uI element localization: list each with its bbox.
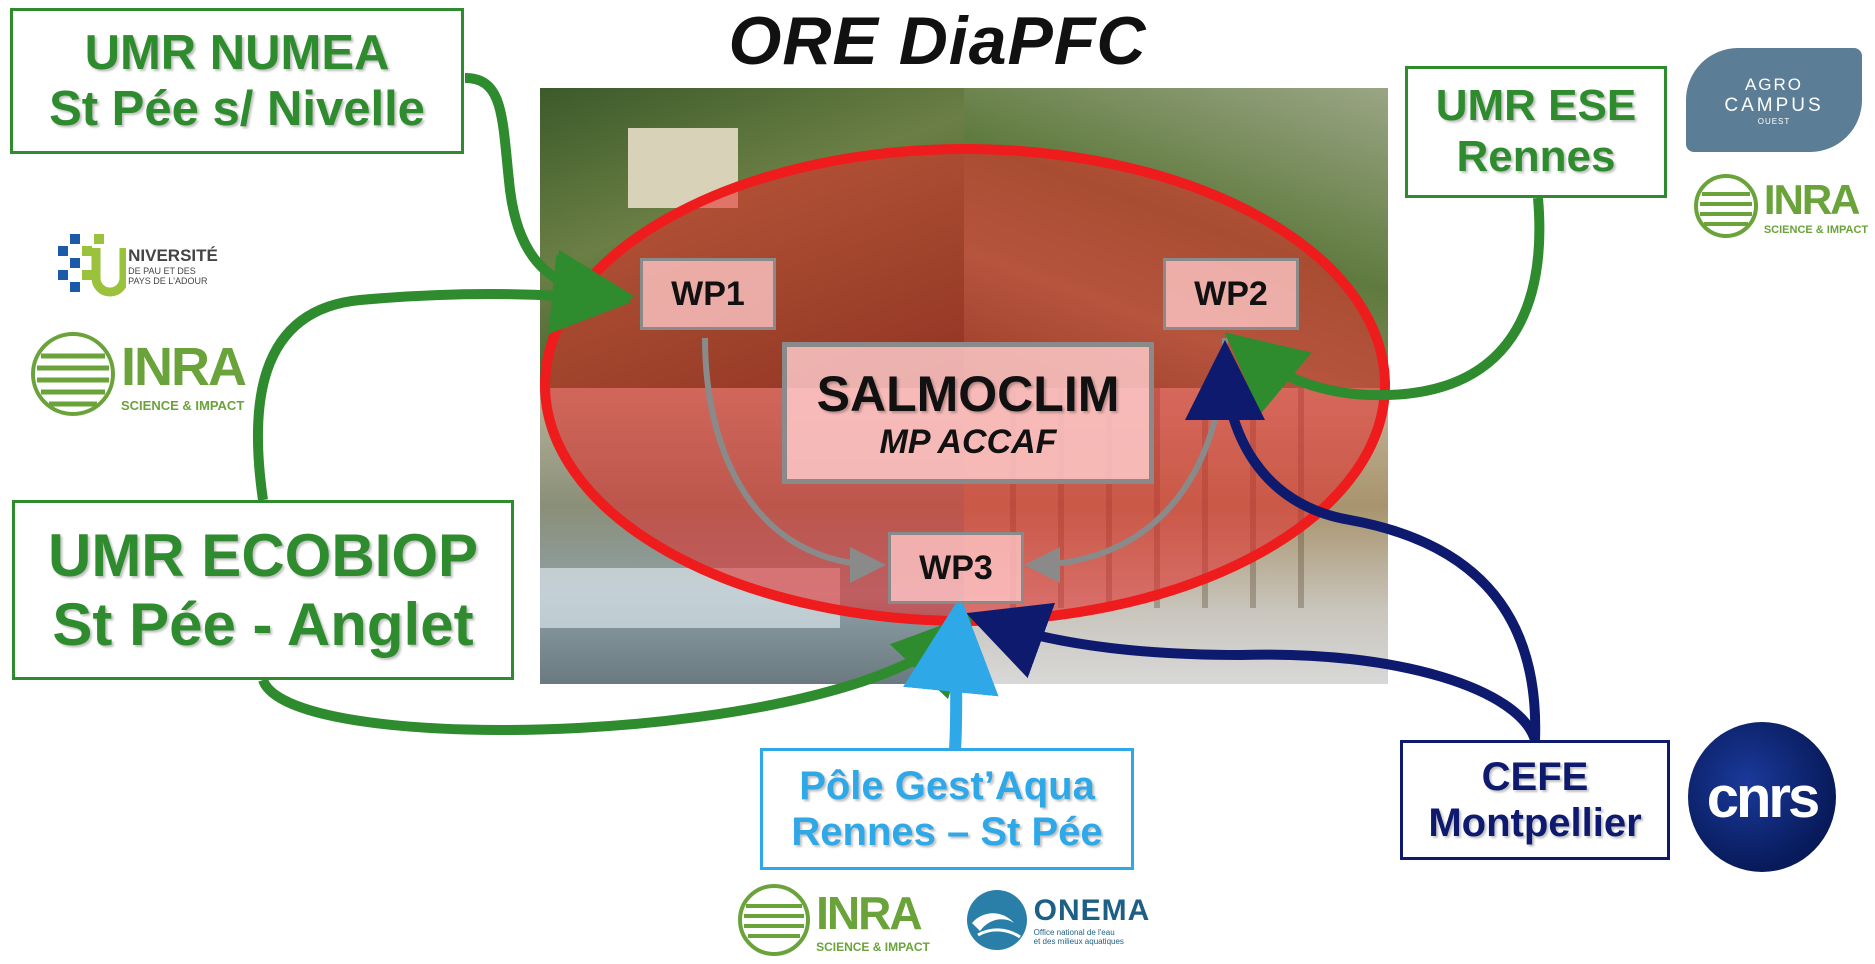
- wp2-box: WP2: [1163, 258, 1299, 330]
- salmoclim-title: SALMOCLIM: [816, 365, 1120, 422]
- partner-cefe: CEFE Montpellier: [1400, 740, 1670, 860]
- partner-umr-ese: UMR ESE Rennes: [1405, 66, 1667, 198]
- salmoclim-subtitle: MP ACCAF: [879, 422, 1057, 461]
- inra-emblem-icon: [1693, 174, 1758, 238]
- partner-location: Rennes: [1456, 132, 1616, 181]
- partner-location: Montpellier: [1428, 801, 1642, 845]
- arrow-ese-to-wp2: [1224, 197, 1545, 415]
- arrow-ecobiop-to-wp1: [252, 254, 632, 501]
- universite-pau-logo: NIVERSITÉ DE PAU ET DES PAYS DE L'ADOUR: [18, 218, 256, 314]
- inra-emblem-icon: [738, 884, 811, 956]
- onema-logo: ONEMA Office national de l'eau et des mi…: [948, 878, 1166, 962]
- diagram-title: ORE DiaPFC: [728, 3, 1147, 79]
- arrow-ecobiop-to-wp3: [258, 613, 974, 736]
- arrow-numea-to-wp1: [464, 73, 635, 330]
- partner-umr-ecobiop: UMR ECOBIOP St Pée - Anglet: [12, 500, 514, 680]
- partner-name: UMR ECOBIOP: [47, 522, 479, 589]
- arrow-cefe-to-wp3: [966, 602, 1540, 742]
- wp1-box: WP1: [640, 258, 776, 330]
- partner-location: St Pée - Anglet: [52, 591, 474, 658]
- onema-wave-icon: [966, 890, 1027, 950]
- arrow-cefe-to-wp2: [1185, 340, 1541, 741]
- partner-pole-gestaqua: Pôle Gest’Aqua Rennes – St Pée: [760, 748, 1134, 870]
- partner-location: St Pée s/ Nivelle: [49, 82, 425, 136]
- inra-logo: INRA SCIENCE & IMPACT: [728, 878, 940, 962]
- inra-logo: INRA SCIENCE & IMPACT: [16, 322, 260, 426]
- arrow-wp1-to-wp3: [702, 337, 886, 583]
- agrocampus-logo: AGRO CAMPUS OUEST: [1686, 48, 1862, 152]
- inra-emblem-icon: [31, 332, 115, 416]
- partner-name: CEFE: [1481, 755, 1589, 799]
- wp3-box: WP3: [888, 532, 1024, 604]
- arrow-gestaqua-to-wp3: [903, 596, 999, 751]
- partner-name: UMR ESE: [1435, 81, 1637, 131]
- partner-name: Pôle Gest’Aqua: [799, 764, 1095, 808]
- partner-umr-numea: UMR NUMEA St Pée s/ Nivelle: [10, 8, 464, 154]
- salmoclim-box: SALMOCLIM MP ACCAF: [782, 342, 1154, 484]
- universite-emblem-icon: [58, 234, 127, 297]
- cnrs-logo: cnrs: [1688, 722, 1836, 872]
- inra-logo: INRA SCIENCE & IMPACT: [1688, 166, 1874, 246]
- partner-location: Rennes – St Pée: [791, 810, 1103, 854]
- partner-name: UMR NUMEA: [84, 25, 390, 80]
